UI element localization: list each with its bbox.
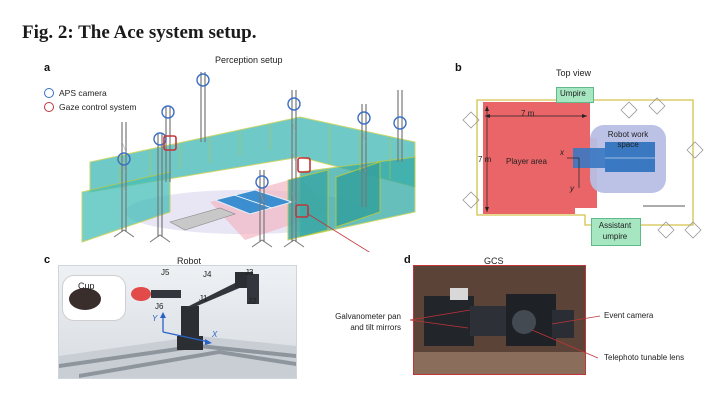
telephoto-lens-label: Telephoto tunable lens: [604, 353, 685, 362]
panel-a-title: Perception setup: [215, 55, 283, 65]
panel-b-title: Top view: [556, 68, 592, 78]
event-camera-label: Event camera: [604, 311, 654, 320]
robot-work-space-label: Robot work space: [607, 130, 649, 149]
joint-j1-label: J1: [199, 294, 208, 303]
assistant-umpire-box: [591, 218, 641, 246]
robot-axis-y: Y: [152, 314, 158, 323]
gcs-illustration: [414, 266, 585, 374]
panel-d-label: d: [404, 254, 411, 266]
length-label: 7 m: [521, 109, 535, 118]
umpire-box: [556, 87, 594, 103]
robot-photo: [58, 265, 297, 379]
width-label: 7 m: [478, 155, 492, 164]
perception-setup-illustration: [81, 72, 416, 252]
panel-b-label: b: [455, 62, 462, 74]
top-view-axis-y: y: [570, 184, 574, 193]
panel-d-title: GCS: [484, 256, 504, 266]
joint-j6-label: J6: [155, 302, 164, 311]
legend-label-gcs: Gaze control system: [59, 102, 137, 112]
joint-j5-label: J5: [161, 268, 170, 277]
panel-c-title: Robot: [177, 256, 202, 266]
panel-a-label: a: [44, 62, 51, 74]
joint-j4-label: J4: [203, 270, 212, 279]
robot-axis-x: X: [212, 330, 218, 339]
gcs-photo: [413, 265, 586, 375]
legend-label-aps: APS camera: [59, 88, 107, 98]
figure-title: Fig. 2: The Ace system setup.: [22, 22, 257, 43]
player-area-label: Player area: [506, 157, 547, 166]
gaze-control-marker-icon: [44, 102, 54, 112]
umpire-label: Umpire: [560, 89, 586, 98]
aps-camera-marker-icon: [44, 88, 54, 98]
panel-c-label: c: [44, 254, 51, 266]
joint-j2-label: J2: [248, 297, 257, 306]
cup-label: Cup: [78, 281, 95, 291]
galvanometer-label: Galvanometer pan and tilt mirrors: [335, 312, 401, 332]
assistant-umpire-label: Assistant umpire: [598, 221, 632, 241]
legend: APS camera Gaze control system: [44, 87, 136, 113]
robot-illustration: [59, 272, 296, 378]
legend-item-aps: APS camera: [44, 87, 136, 99]
gcs-leader-lines: [409, 309, 601, 359]
cup-inset: [62, 275, 126, 321]
paddle-shape: [69, 288, 101, 310]
top-view-axis-x: x: [560, 148, 564, 157]
top-view-diagram: [462, 97, 704, 239]
joint-j3-label: J3: [245, 268, 254, 277]
legend-item-gcs: Gaze control system: [44, 101, 136, 113]
